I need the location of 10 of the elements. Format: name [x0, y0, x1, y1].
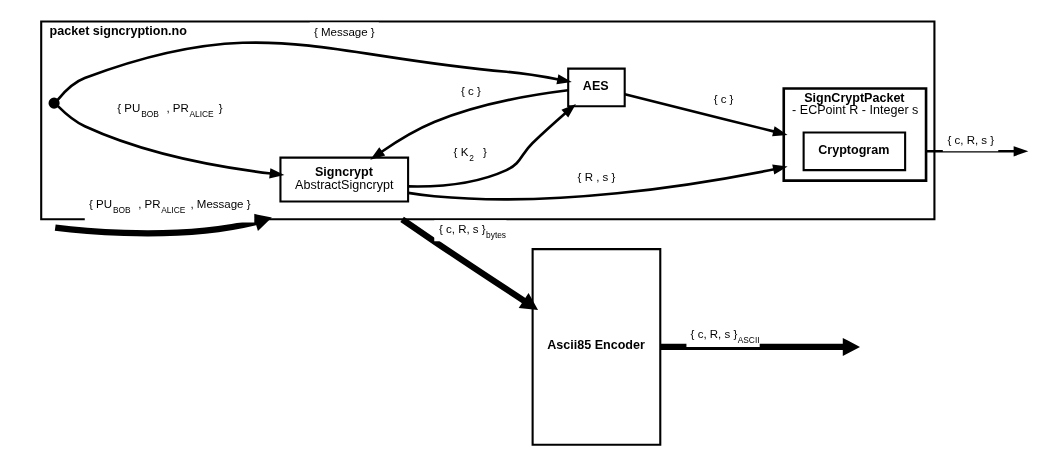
edge-label: { PU$_{BOB}$ , PR$_{ALICE}$ , Message } [88, 197, 251, 215]
edge-label: { c } [713, 92, 733, 105]
edge-label: { c, R, s }$_{ASCII}$ [690, 327, 760, 345]
edge-label: { Message } [313, 25, 375, 38]
edge-label: { K$_{2}$ } [453, 145, 487, 163]
edge-label: { c, R, s } [947, 133, 994, 146]
edge-label: { c, R, s }$_{bytes}$ [438, 222, 506, 240]
edge-label: { c } [460, 84, 481, 97]
edge-label: { R , s } [577, 170, 615, 183]
edge-label: { PU$_{BOB}$ , PR$_{ALICE}$ } [116, 101, 223, 119]
